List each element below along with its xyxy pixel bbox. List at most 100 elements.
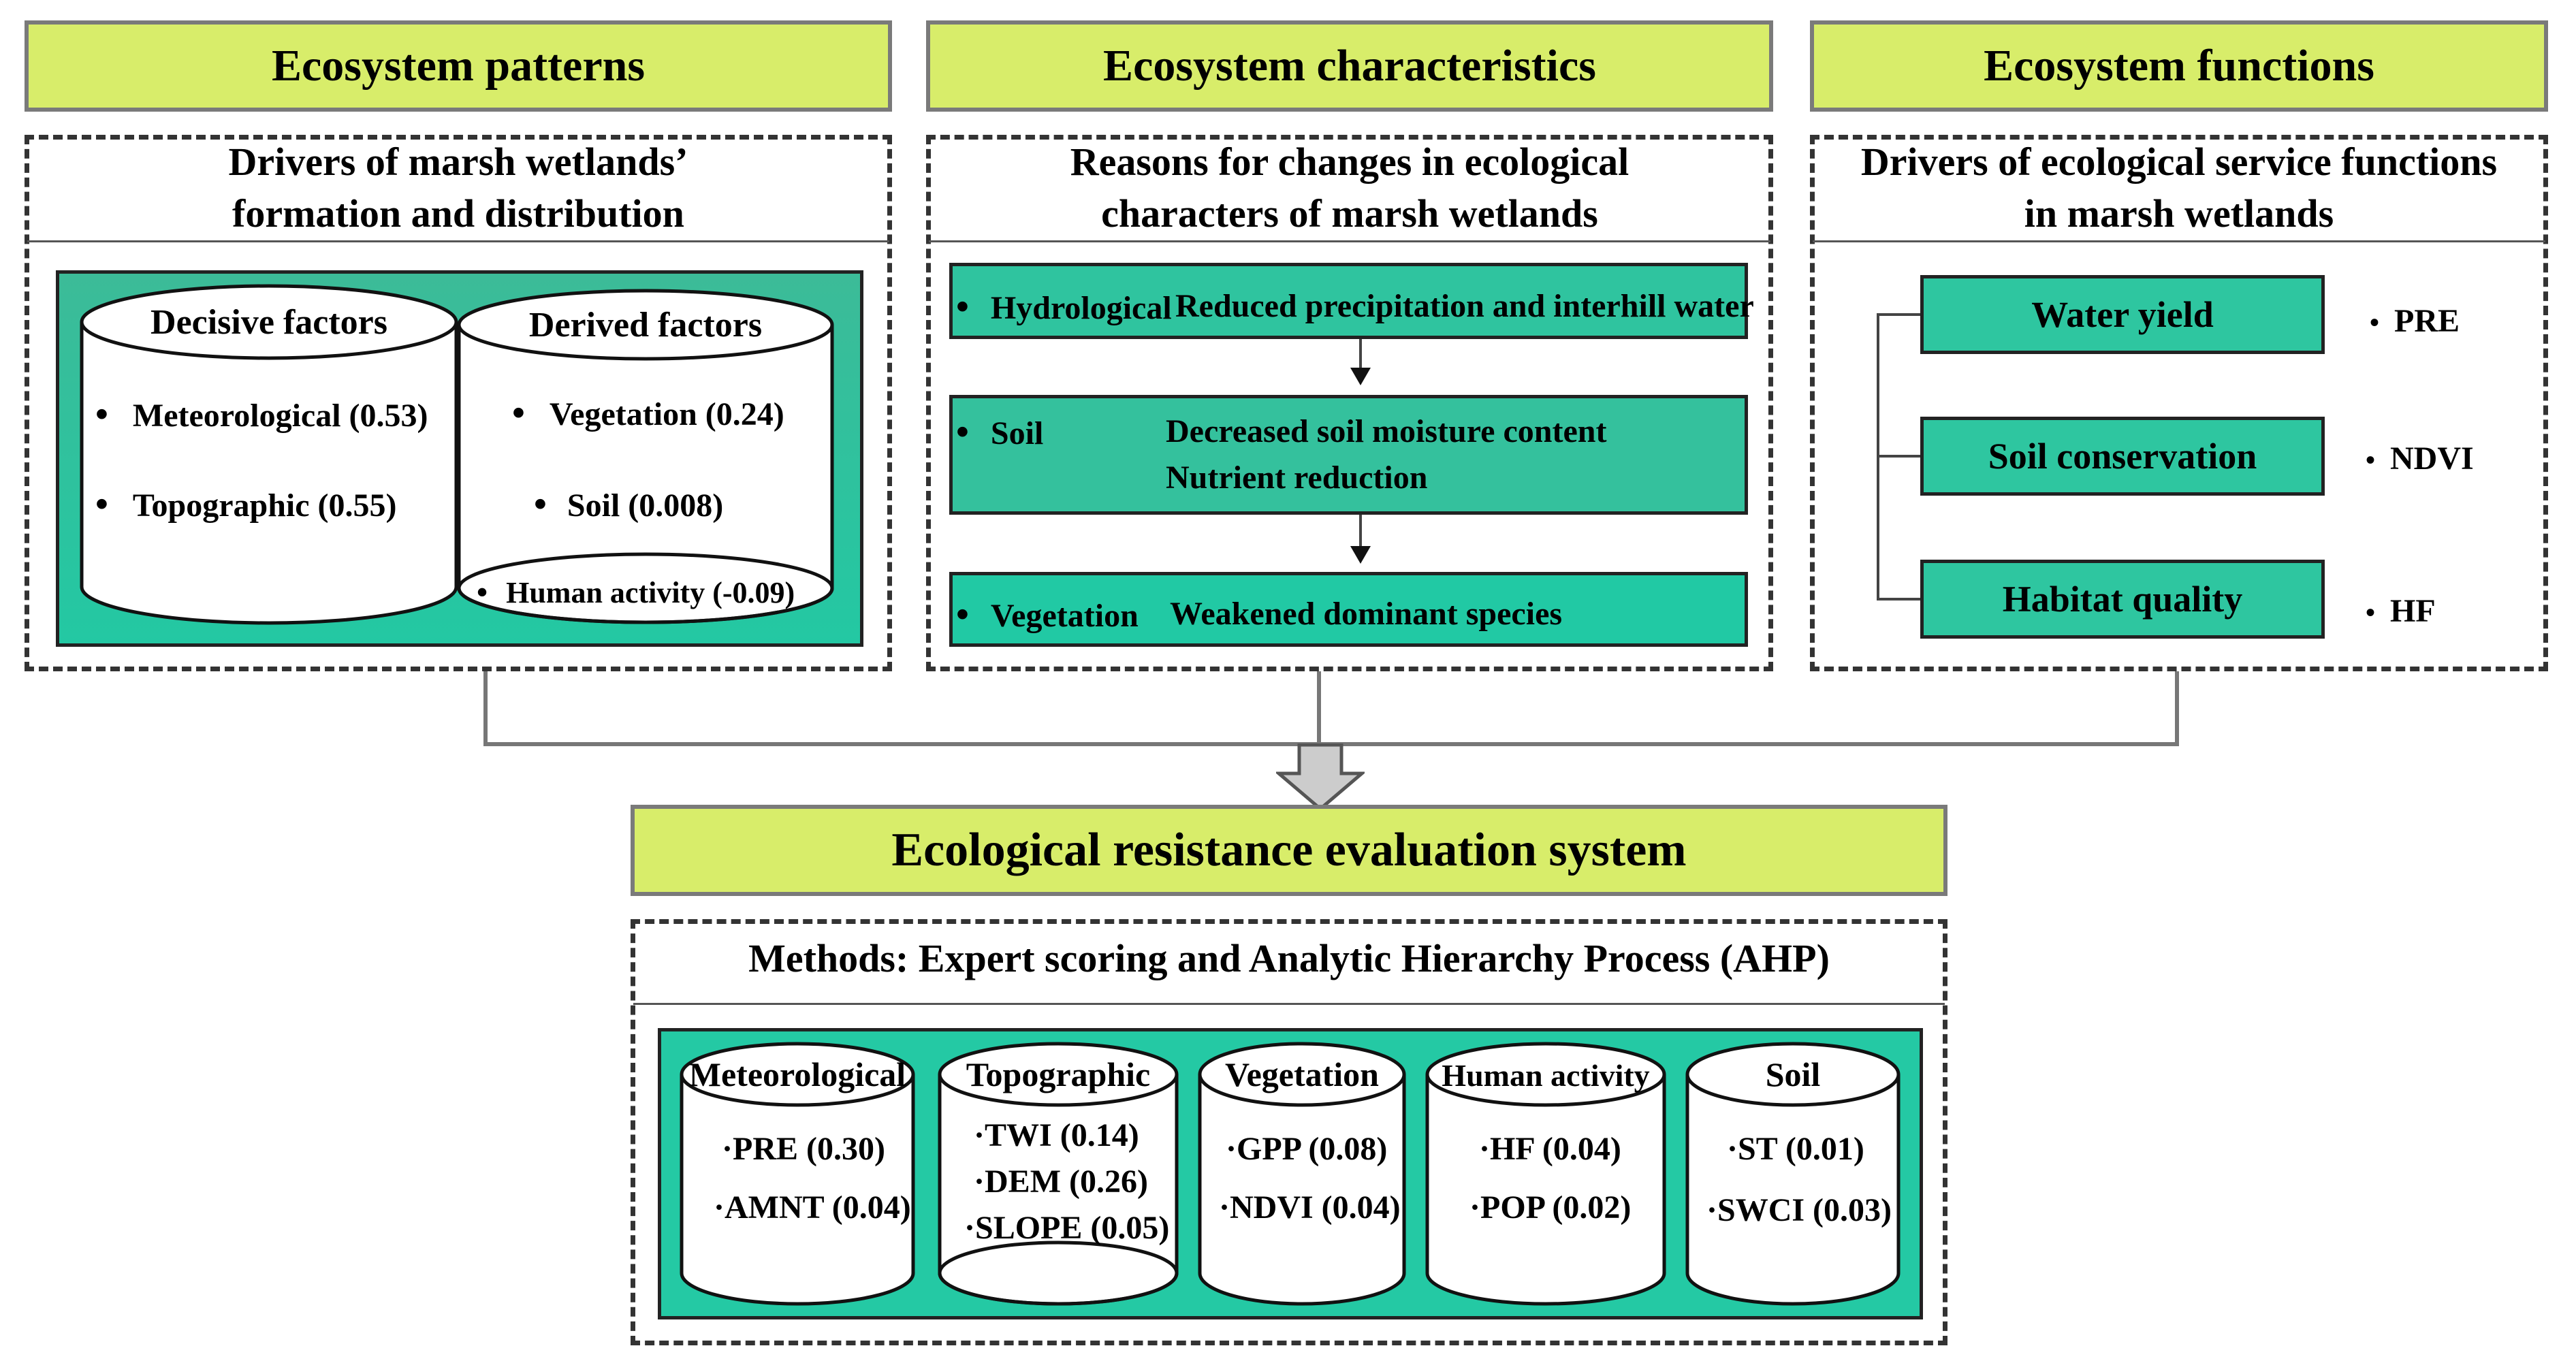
header-label: Ecosystem characteristics	[1103, 41, 1596, 91]
subtitle-line: in marsh wetlands	[2024, 191, 2334, 236]
item-text: Meteorological (0.53)	[132, 398, 428, 434]
row-desc: Nutrient reduction	[1166, 460, 1428, 496]
subtitle-line: formation and distribution	[232, 191, 684, 236]
connector	[483, 671, 488, 746]
cylinder-title: Soil	[1765, 1055, 1821, 1093]
bullet: •	[2366, 597, 2376, 628]
header-ecosystem-patterns: Ecosystem patterns	[25, 20, 892, 112]
decisive-item: • Topographic (0.55)	[95, 485, 397, 525]
cylinder-title: Meteorological	[688, 1055, 906, 1093]
cylinder-item: ·SLOPE (0.05)	[964, 1210, 1170, 1246]
connector	[2175, 671, 2179, 746]
item-text: Vegetation (0.24)	[549, 396, 784, 432]
soil-row	[949, 395, 1748, 515]
bullet: •	[956, 411, 969, 452]
derived-cylinder-bottom	[457, 552, 834, 624]
derived-item: • Vegetation (0.24)	[512, 394, 784, 434]
row-desc: Weakened dominant species	[1170, 596, 1563, 632]
bullet: •	[2370, 307, 2380, 338]
arrow-down-icon	[1276, 743, 1365, 812]
derived-title: Derived factors	[528, 306, 763, 345]
item-text: Topographic (0.55)	[132, 487, 397, 524]
driver-text: PRE	[2394, 303, 2460, 339]
decisive-item: • Meteorological (0.53)	[95, 395, 428, 435]
cylinder-item: ·DEM (0.26)	[974, 1164, 1148, 1200]
row-label: • Vegetation	[956, 595, 1139, 635]
bracket-tick	[1877, 598, 1920, 601]
row-label: • Soil	[956, 413, 1043, 453]
hydrological-row	[949, 263, 1748, 339]
item-text: Soil (0.008)	[567, 487, 724, 524]
cylinder-item: ·SWCI (0.03)	[1706, 1192, 1892, 1228]
item-text: Human activity (-0.09)	[506, 576, 795, 609]
derived-cylinder-top	[457, 289, 834, 361]
function-name: Habitat quality	[2002, 579, 2243, 620]
cylinder-item: ·POP (0.02)	[1469, 1189, 1632, 1226]
functions-panel	[1810, 135, 2548, 671]
characteristics-panel	[926, 135, 1773, 671]
connector	[1317, 671, 1321, 746]
decisive-cylinder-top	[80, 284, 458, 360]
row-desc: Decreased soil moisture content	[1166, 413, 1607, 449]
indicator-cylinders	[680, 1042, 1901, 1306]
cylinder-item: ·PRE (0.30)	[722, 1131, 885, 1167]
row-desc: Reduced precipitation and interhill wate…	[1175, 288, 1754, 324]
soil-cylinder	[1685, 1042, 1901, 1306]
divider	[1813, 240, 2545, 242]
bullet: •	[95, 394, 108, 434]
cylinder-title: Human activity	[1442, 1058, 1650, 1093]
cylinder-title: Topographic	[966, 1055, 1151, 1093]
function-name: Soil conservation	[1988, 436, 2257, 477]
derived-item: • Soil (0.008)	[534, 485, 723, 525]
evaluation-panel	[631, 919, 1947, 1345]
patterns-subtitle: Drivers of marsh wetlands’ formation and…	[27, 136, 889, 240]
header-ecosystem-characteristics: Ecosystem characteristics	[926, 20, 1773, 112]
label-text: Soil	[990, 415, 1044, 451]
topographic-cylinder	[938, 1042, 1179, 1306]
driver-text: NDVI	[2390, 441, 2474, 477]
arrow-down-icon	[1350, 368, 1371, 385]
subtitle-line: Drivers of ecological service functions	[1860, 140, 2498, 184]
vegetation-row	[949, 572, 1748, 647]
header-label: Ecosystem patterns	[271, 41, 646, 91]
water-yield-box: Water yield	[1920, 275, 2325, 354]
decisive-cylinder	[80, 322, 458, 625]
cylinder-item: ·ST (0.01)	[1727, 1131, 1864, 1167]
methods-text: : Expert scoring and Analytic Hierarchy …	[895, 936, 1830, 980]
divider	[27, 240, 889, 242]
bullet: •	[477, 575, 488, 609]
functions-subtitle: Drivers of ecological service functions …	[1813, 136, 2545, 240]
patterns-panel	[25, 135, 892, 671]
characteristics-subtitle: Reasons for changes in ecological charac…	[929, 136, 1770, 240]
bullet: •	[956, 594, 969, 635]
driver-text: HF	[2390, 593, 2436, 629]
bullet: •	[534, 483, 547, 524]
cylinder-item: ·TWI (0.14)	[974, 1117, 1139, 1153]
soil-conservation-box: Soil conservation	[1920, 417, 2325, 496]
header-ecosystem-functions: Ecosystem functions	[1810, 20, 2548, 112]
factor-cylinders	[80, 284, 834, 625]
cylinder-item: ·NDVI (0.04)	[1219, 1189, 1401, 1226]
cylinder-item: ·HF (0.04)	[1479, 1131, 1621, 1167]
function-driver: • HF	[2366, 592, 2436, 632]
vegetation-cylinder	[1198, 1042, 1406, 1306]
methods-line: Methods: Expert scoring and Analytic Hie…	[633, 931, 1945, 986]
cylinder-item: ·AMNT (0.04)	[714, 1189, 911, 1226]
bracket-tick	[1877, 313, 1920, 316]
subtitle-line: Reasons for changes in ecological	[1070, 140, 1629, 184]
header-label: Ecological resistance evaluation system	[891, 824, 1687, 876]
methods-label: Methods	[748, 936, 895, 980]
header-evaluation-system: Ecological resistance evaluation system	[631, 805, 1947, 896]
header-label: Ecosystem functions	[1984, 41, 2374, 91]
function-driver: • PRE	[2370, 302, 2460, 342]
function-name: Water yield	[2031, 294, 2214, 335]
habitat-quality-box: Habitat quality	[1920, 560, 2325, 639]
function-driver: • NDVI	[2366, 440, 2474, 479]
human-activity-cylinder	[1425, 1042, 1666, 1306]
arrow-shaft	[1359, 339, 1362, 369]
divider	[633, 1003, 1945, 1005]
bullet: •	[2366, 445, 2376, 475]
label-text: Hydrological	[990, 290, 1172, 326]
bracket-tick	[1877, 455, 1920, 458]
bullet: •	[95, 483, 108, 524]
